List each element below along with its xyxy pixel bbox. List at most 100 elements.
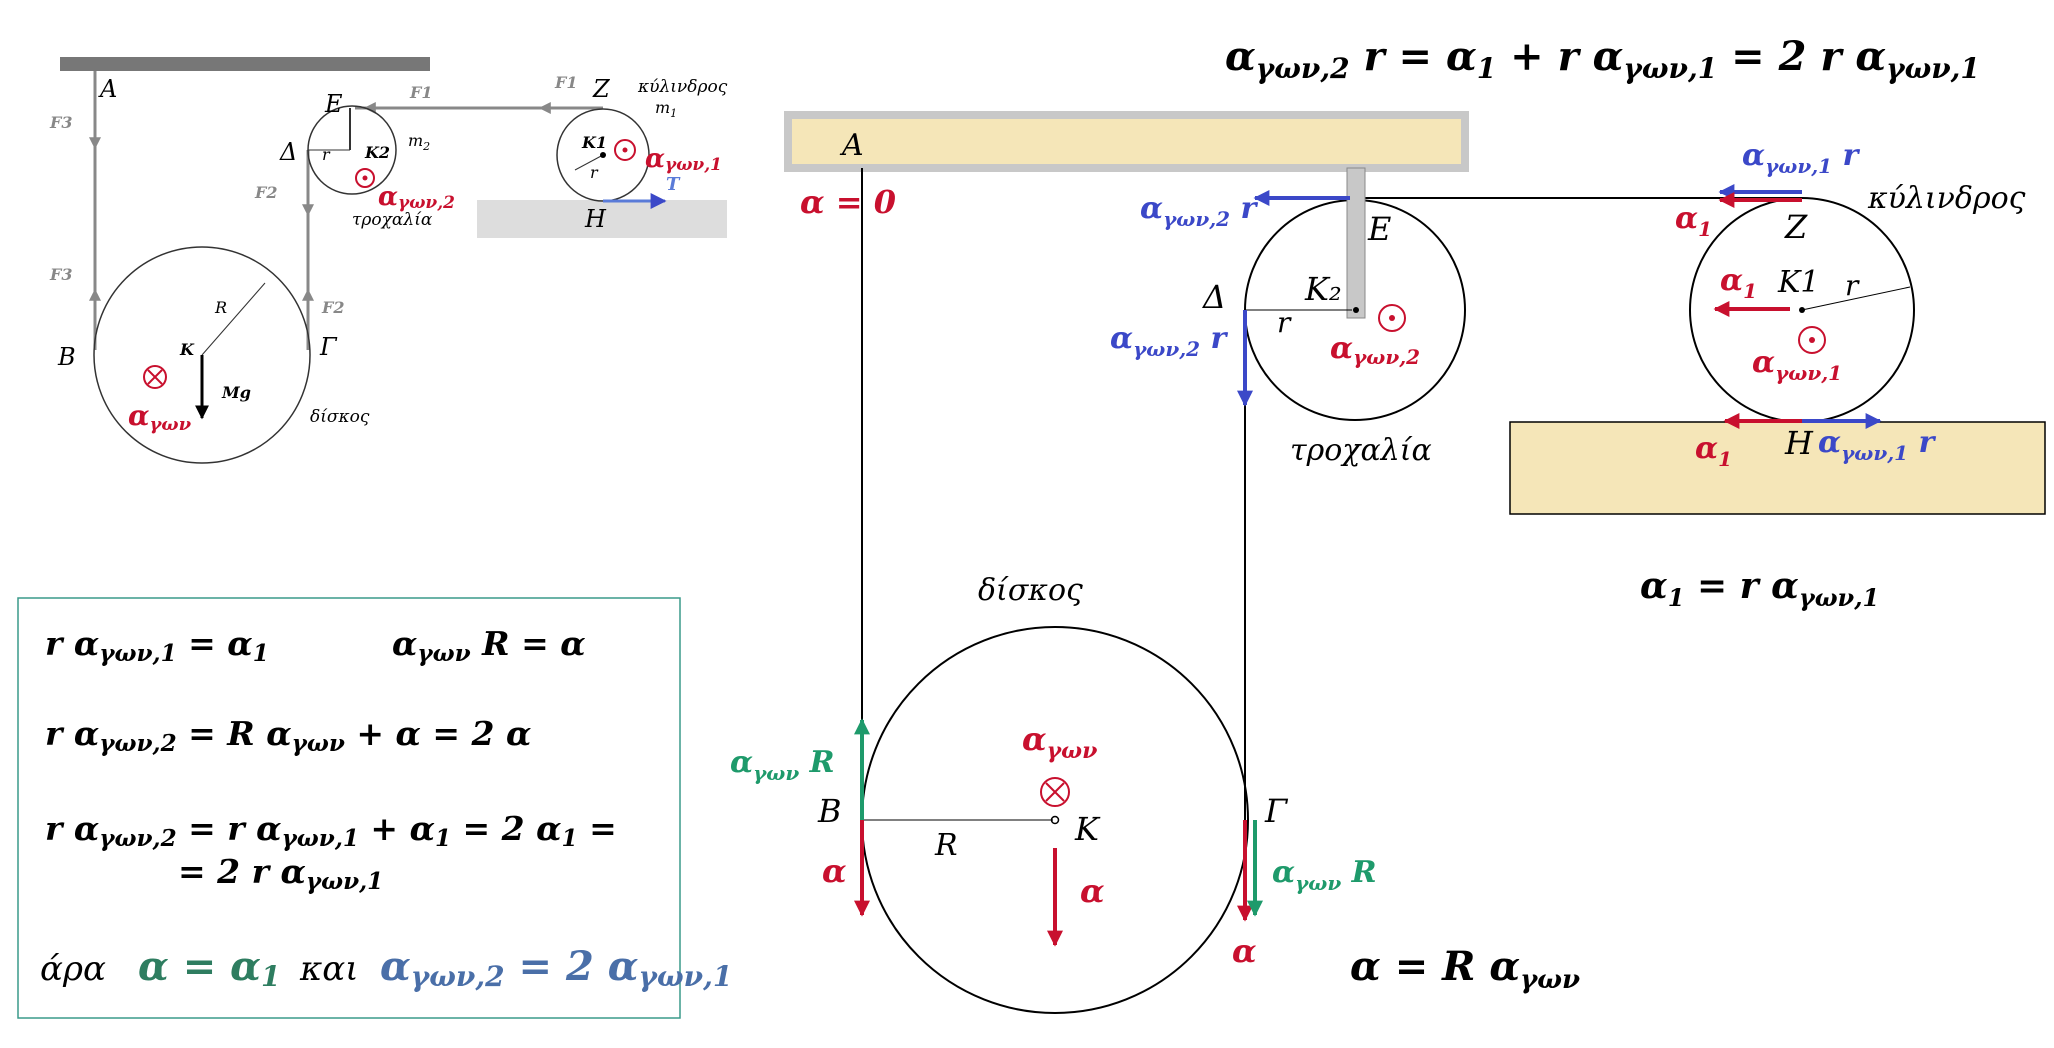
small-cylinder-center xyxy=(600,152,606,158)
box-line-4: = 2 r αγων,1 xyxy=(178,852,383,895)
small-label-K2: K2 xyxy=(364,143,390,162)
small-f2-bottom-label: F2 xyxy=(321,298,345,317)
small-acc-disk: αγων xyxy=(128,399,192,435)
small-label-cylinder: κύλινδρος xyxy=(637,77,728,97)
big-Gamma-green-label: αγων R xyxy=(1272,855,1377,895)
box-line-2: r αγων,2 = R αγων + α = 2 α xyxy=(45,714,531,757)
big-point-E: E xyxy=(1367,210,1391,248)
small-acc-pulley: αγων,2 xyxy=(378,182,455,213)
big-cylinder-top-red-label: α1 xyxy=(1675,201,1712,241)
small-label-K1: K1 xyxy=(581,133,607,152)
big-cylinder-bottom-red-label: α1 xyxy=(1695,431,1732,471)
small-acc-cylinder: αγων,1 xyxy=(645,144,722,175)
small-cylinder-radius xyxy=(574,154,604,171)
big-pulley-center xyxy=(1353,307,1359,313)
big-K-red-label: α xyxy=(1080,872,1105,910)
big-pulley-top-acc: αγων,2 r xyxy=(1140,191,1259,231)
big-point-Delta: Δ xyxy=(1201,278,1226,316)
equations-box-frame xyxy=(17,597,681,1019)
small-label-m1: m1 xyxy=(655,98,677,120)
big-B-green-label: αγων R xyxy=(730,745,835,785)
small-cylinder-omega-symbol xyxy=(614,139,636,161)
small-f3-top-label: F3 xyxy=(49,113,73,132)
small-f3-bottom-label: F3 xyxy=(49,265,73,284)
small-point-A: A xyxy=(98,75,117,103)
big-cylinder-center-label: α1 xyxy=(1720,263,1757,303)
small-label-r-pulley: r xyxy=(322,145,331,164)
big-B-red-label: α xyxy=(822,852,847,890)
small-ceiling xyxy=(60,57,430,71)
big-rolling-equation: α1 = r αγων,1 xyxy=(1640,565,1879,612)
box-line-1b: αγων R = α xyxy=(392,624,586,667)
small-disk xyxy=(93,246,311,464)
box-line-3: r αγων,2 = r αγων,1 + α1 = 2 α1 = xyxy=(45,809,617,852)
big-point-B: B xyxy=(817,792,842,830)
big-pulley-acc: αγων,2 xyxy=(1330,331,1420,369)
small-pulley-omega-dot xyxy=(362,175,368,181)
small-disk-radius xyxy=(201,282,266,356)
big-point-Gamma: Γ xyxy=(1264,792,1289,830)
big-cylinder-acc: αγων,1 xyxy=(1752,345,1842,385)
small-disk-cross-b xyxy=(147,369,163,385)
equations-box: r αγων,1 = α1 αγων R = α r αγων,2 = R αγ… xyxy=(17,597,732,1019)
small-point-Gamma: Γ xyxy=(319,333,338,361)
small-point-Z: Z xyxy=(592,75,611,103)
big-floor xyxy=(1509,421,2046,515)
big-point-K: K xyxy=(1074,810,1101,848)
small-point-K: K xyxy=(179,340,195,359)
big-label-R: R xyxy=(934,828,958,863)
small-label-R: R xyxy=(214,298,227,317)
big-disk-cross-b xyxy=(1045,782,1065,802)
big-ceiling xyxy=(784,111,1469,172)
big-label-cylinder: κύλινδρος xyxy=(1867,181,2026,216)
box-line-1a: r αγων,1 = α1 xyxy=(45,624,269,667)
big-Gamma-red-label: α xyxy=(1232,932,1257,970)
big-pulley-omega-dot xyxy=(1389,315,1395,321)
big-label-r-pulley: r xyxy=(1277,306,1292,339)
small-f2-top-label: F2 xyxy=(254,183,278,202)
small-diagram: A E Z Δ H B Γ K F1 F1 F2 F2 F3 F3 K2 K1 … xyxy=(49,57,728,464)
small-label-m2: m2 xyxy=(408,131,430,153)
big-cylinder-omega-symbol xyxy=(1798,326,1826,354)
small-point-Delta: Δ xyxy=(279,138,297,166)
small-f1-left-label: F1 xyxy=(409,83,433,102)
big-cylinder-top-blue-label: αγων,1 r xyxy=(1742,138,1861,178)
small-disk-omega-symbol xyxy=(143,365,167,389)
small-point-B: B xyxy=(57,343,76,371)
box-line-5-equality: α = α1 xyxy=(138,943,280,993)
big-disk-omega-symbol xyxy=(1040,777,1070,807)
big-alpha-zero: α = 0 xyxy=(800,183,896,221)
big-disk-center xyxy=(1050,815,1060,825)
big-cylinder-radius xyxy=(1801,286,1911,311)
box-line-5-kai: και xyxy=(299,949,359,989)
big-cylinder-omega-dot xyxy=(1809,337,1815,343)
big-cylinder-bottom-blue-label: αγων,1 r xyxy=(1818,425,1937,465)
big-point-Z: Z xyxy=(1784,208,1808,246)
big-label-r-cylinder: r xyxy=(1845,269,1860,302)
small-label-disk: δίσκος xyxy=(310,407,370,427)
box-line-5-ara: άρα xyxy=(40,949,106,989)
box-line-5-omega-relation: αγων,2 = 2 αγων,1 xyxy=(380,943,732,993)
small-point-H: H xyxy=(584,205,607,233)
small-cylinder-omega-dot xyxy=(622,147,628,153)
big-label-pulley: τροχαλία xyxy=(1290,433,1432,468)
small-label-T: T xyxy=(666,174,681,195)
big-label-disk: δίσκος xyxy=(978,573,1083,608)
small-label-pulley: τροχαλία xyxy=(352,210,433,230)
small-point-E: E xyxy=(324,90,343,118)
big-point-A: A xyxy=(839,128,864,163)
small-f1-right-label: F1 xyxy=(554,73,578,92)
big-label-K2: K₂ xyxy=(1304,270,1342,308)
top-equation: αγων,2 r = α1 + r αγων,1 = 2 r αγων,1 xyxy=(1225,33,1980,85)
big-point-H: H xyxy=(1784,424,1814,462)
big-pulley-left-acc: αγων,2 r xyxy=(1110,321,1229,361)
big-label-K1: K1 xyxy=(1777,265,1820,300)
small-floor xyxy=(477,200,727,238)
big-pulley-support xyxy=(1346,167,1366,319)
small-label-Mg: Mg xyxy=(221,383,251,402)
big-disk-acc: αγων xyxy=(1022,720,1097,764)
small-pulley-omega-symbol xyxy=(355,168,375,188)
big-pulley-omega-symbol xyxy=(1378,304,1406,332)
big-disk-equation: α = R αγων xyxy=(1350,943,1580,995)
